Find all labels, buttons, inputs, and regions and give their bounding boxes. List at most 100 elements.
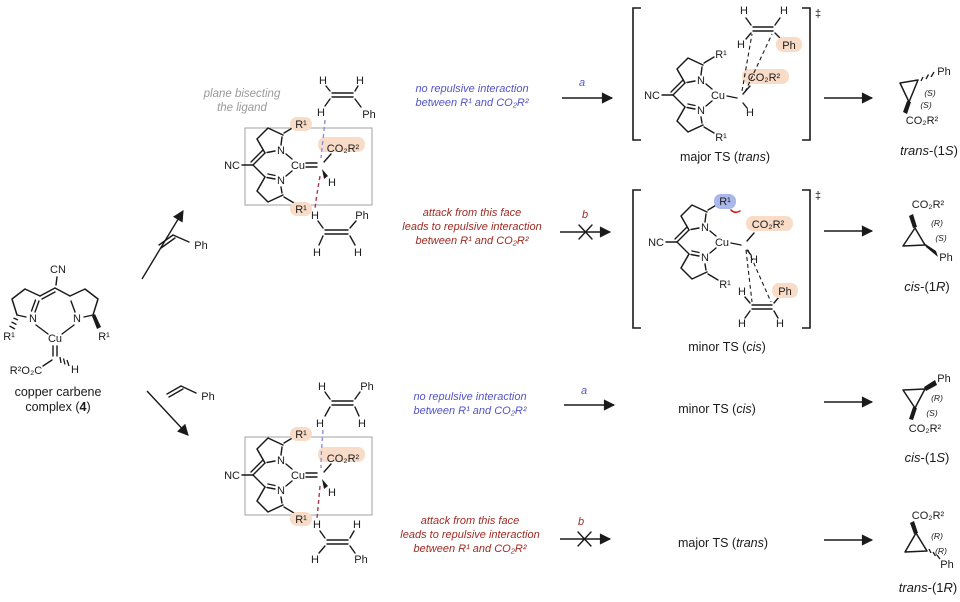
product-label-suffix: ) (945, 279, 949, 294)
product-label-it2: S (936, 450, 945, 465)
r1-bottom-label: R¹ (719, 279, 731, 291)
product-cis-1S: Ph (R) (S) CO₂R² cis-(1S) (902, 373, 951, 465)
ts-text-suffix: ) (752, 402, 756, 416)
blue-note-line1: no repulsive interaction (413, 391, 526, 403)
ts-text-prefix: minor TS ( (678, 402, 737, 416)
co2r2-wedge (910, 521, 918, 534)
product-trans-1S: Ph (S) (S) CO₂R² trans-(1S) (899, 66, 958, 158)
product-label: cis-(1R) (904, 279, 950, 294)
co2r2-wedge (903, 101, 911, 114)
arrow-b-label: b (578, 516, 584, 528)
h-label: H (313, 247, 321, 259)
minor-ts-cis-label: minor TS (cis) (688, 340, 766, 354)
forming-bond-1 (741, 33, 753, 92)
complex-label-number: 4 (80, 400, 87, 414)
h-label: H (316, 418, 324, 430)
r1-right-label: R¹ (98, 331, 110, 343)
product-label-suffix: ) (953, 580, 957, 595)
h-label: H (776, 318, 784, 330)
ph-label: Ph (937, 66, 950, 78)
r1-left-label: R¹ (3, 331, 15, 343)
styrene-bottom: H Ph H H (311, 210, 369, 259)
h-label: H (737, 39, 745, 51)
ts-label-prefix: major TS ( (680, 150, 739, 164)
product-label-it2: R (936, 279, 945, 294)
top-boxed-structure: plane bisecting the ligand R¹ R¹ H H H P… (203, 75, 376, 259)
ts-label-italic: trans (738, 150, 766, 164)
bottom-boxed-structure: R¹ R¹ H Ph H H H H H Ph (223, 381, 374, 566)
double-dagger: ‡ (815, 190, 821, 202)
complex-label-prefix: complex ( (25, 400, 80, 414)
product-label-mid: -(1 (928, 580, 944, 595)
product-trans-1R: CO₂R² (R) (R) Ph trans-(1R) (899, 510, 958, 595)
ph-label: Ph (937, 373, 950, 385)
blue-note-line1: no repulsive interaction (415, 83, 528, 95)
forming-bond-2 (744, 33, 773, 93)
stereo-upper: (R) (931, 531, 943, 541)
product-cis-1R: CO₂R² (R) (S) Ph cis-(1R) (902, 199, 953, 294)
ph-label: Ph (782, 40, 795, 52)
ph-label: Ph (354, 554, 367, 566)
repulsion-arc (730, 209, 741, 214)
r1-top-label: R¹ (295, 119, 307, 131)
major-ts-trans-text: major TS (trans) (678, 536, 768, 550)
co2r2-label: CO₂R² (906, 115, 939, 127)
h-hashed-wedge (59, 356, 70, 367)
r1-bottom-highlight (290, 512, 312, 526)
bracket-right (802, 189, 811, 329)
ph-hashed-wedge (920, 71, 935, 82)
copper-carbene-complex-4: CN N N R¹ R¹ Cu R²O₂C H copper carbene c… (3, 264, 110, 414)
ph-hashed-wedge (928, 548, 941, 560)
bracket-left (632, 189, 641, 329)
co2r2-wedge (909, 407, 917, 420)
row2-annotation: attack from this face leads to repulsive… (402, 207, 612, 247)
ph-label: Ph (939, 252, 952, 264)
h-label: H (313, 519, 321, 531)
row4-annotation: attack from this face leads to repulsive… (400, 515, 768, 555)
cn-label: CN (50, 264, 66, 276)
r1-right-wedge (92, 314, 101, 329)
approach-trajectory-red (314, 175, 321, 210)
red-note-line3: between R¹ and CO₂R² (413, 543, 526, 555)
approach-trajectory-blue (320, 119, 326, 159)
complex-label-suffix: ) (86, 400, 90, 414)
h-label: H (353, 519, 361, 531)
r1-top-label: R¹ (719, 196, 731, 208)
ts-label-suffix: ) (766, 150, 770, 164)
blue-note-line2: between R¹ and CO₂R² (415, 97, 528, 109)
h-label: H (311, 210, 319, 222)
ph-highlight (776, 37, 802, 52)
h-label: H (740, 5, 748, 17)
r1-bottom-label: R¹ (715, 132, 727, 144)
ph-label: Ph (940, 559, 953, 571)
product-label-it2: S (945, 143, 954, 158)
product-label-it2: R (944, 580, 953, 595)
h-label: H (317, 107, 325, 119)
h-label: H (780, 5, 788, 17)
styrene-ts1: H H H Ph (737, 5, 802, 52)
red-note-line2: leads to repulsive interaction (400, 529, 539, 541)
styrene-top: H H H Ph (317, 75, 376, 121)
major-ts-trans-label: major TS (trans) (680, 150, 770, 164)
h-label: H (319, 75, 327, 87)
h-label: H (738, 286, 746, 298)
r1-repulsion-highlight (714, 194, 736, 209)
styrene-bottom: H H H Ph (311, 519, 368, 566)
product-label-suffix: ) (945, 450, 949, 465)
h-label: H (311, 554, 319, 566)
ph-label: Ph (355, 210, 368, 222)
r1-left-hashed-wedge (9, 317, 19, 330)
bracket-right (802, 7, 811, 141)
arrow-a-label: a (579, 77, 585, 89)
double-dagger: ‡ (815, 8, 821, 20)
r1-top-label: R¹ (295, 429, 307, 441)
row1-annotation: no repulsive interaction between R¹ and … (415, 77, 614, 109)
product-label-it1: trans (899, 580, 928, 595)
complex-label-line1: copper carbene (15, 385, 102, 399)
bracket-left (632, 7, 641, 141)
h-label: H (71, 364, 79, 376)
ph-label: Ph (778, 286, 791, 298)
blue-note-line2: between R¹ and CO₂R² (413, 405, 526, 417)
styrene-ph-label: Ph (201, 391, 214, 403)
